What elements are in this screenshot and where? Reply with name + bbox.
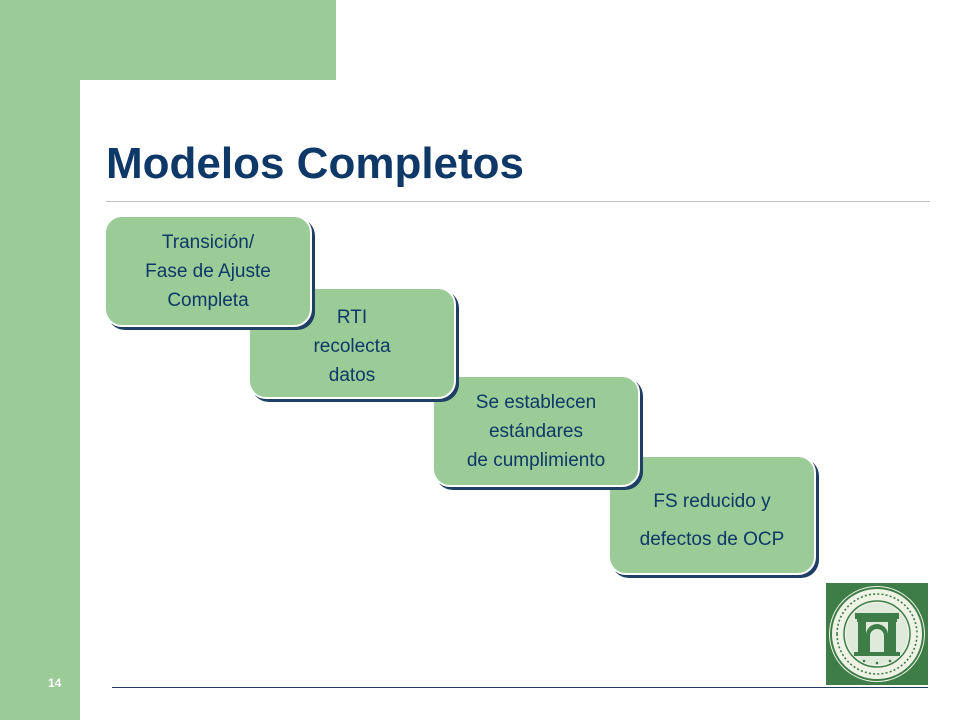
step-text: Fase de Ajuste [145, 260, 271, 282]
step-text: Completa [167, 289, 249, 311]
step-text: estándares [488, 420, 583, 442]
step-box-reduced: FS reducido y defectos de OCP [608, 455, 816, 575]
step-text: Se establecen [475, 391, 597, 413]
step-text: recolecta [313, 336, 391, 357]
step-text: datos [328, 365, 376, 386]
footer-divider [112, 687, 928, 688]
university-seal-icon [826, 583, 928, 685]
step-text: defectos de OCP [639, 529, 785, 550]
step-box-transition: Transición/ Fase de Ajuste Completa [104, 215, 312, 327]
step-box-standards: Se establecen estándares de cumplimiento [432, 375, 640, 487]
step-text: FS reducido y [653, 491, 771, 512]
left-green-band [0, 0, 80, 720]
title-divider [106, 201, 930, 202]
page-number: 14 [48, 676, 62, 690]
top-green-band [0, 0, 336, 80]
slide-title: Modelos Completos [106, 139, 525, 188]
step-text: Transición/ [161, 231, 255, 253]
step-text: de cumplimiento [466, 449, 606, 471]
step-text: RTI [336, 307, 368, 328]
